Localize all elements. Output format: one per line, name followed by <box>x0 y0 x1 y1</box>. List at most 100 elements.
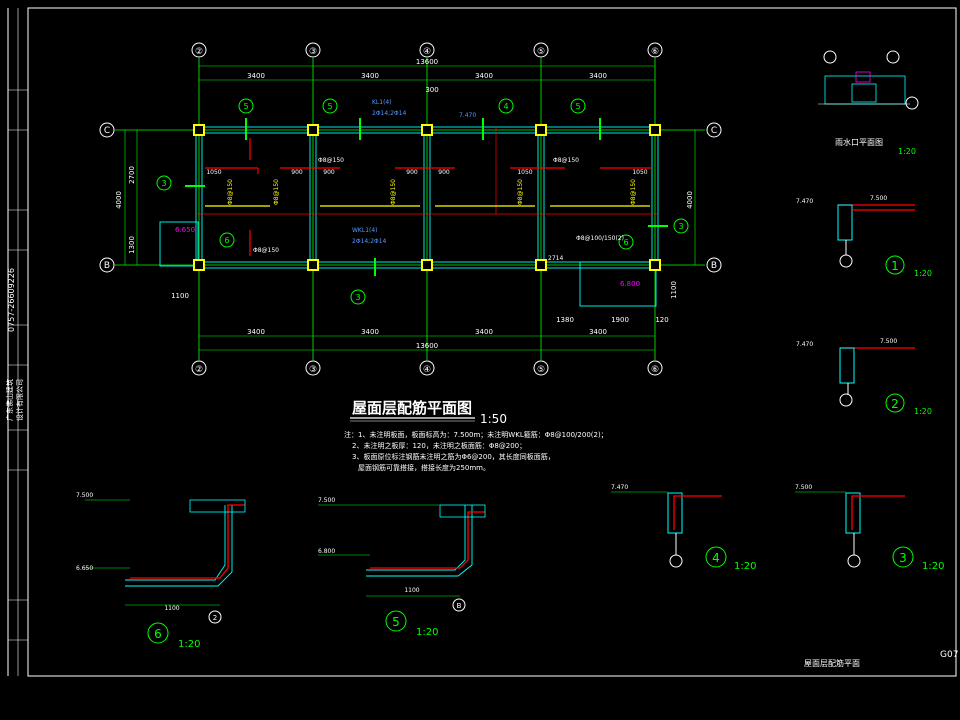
dim-span-4: 3400 <box>589 72 607 80</box>
detail-5-elev2: 6.800 <box>318 548 335 555</box>
detail-1-elev2: 7.500 <box>870 195 887 202</box>
rebar-note-1: Φ8@150 <box>318 157 344 164</box>
svg-text:3: 3 <box>161 179 166 188</box>
detail-1-number: 1 <box>891 259 899 273</box>
rebar-length-7: 1050 <box>632 169 647 176</box>
detail-4-scale: 1:20 <box>734 561 756 572</box>
company-name-line2: 设计有限公司 <box>15 379 24 421</box>
detail-1-scale: 1:20 <box>914 269 932 278</box>
detail-2-number: 2 <box>891 397 899 411</box>
dim-total-bottom: 13600 <box>416 342 438 350</box>
svg-text:Φ8@150: Φ8@150 <box>390 179 397 205</box>
beam-label-2: 2Φ14;2Φ14 <box>372 110 407 117</box>
drawing-number: G07 <box>940 650 958 660</box>
company-name-line1: 广东佛山建筑 <box>5 379 14 421</box>
detail-5-axis: B <box>457 602 462 610</box>
dim-span-1: 3400 <box>247 72 265 80</box>
svg-text:Φ8@150: Φ8@150 <box>630 179 637 205</box>
svg-text:Φ8@150: Φ8@150 <box>227 179 234 205</box>
detail-2-elev: 7.470 <box>796 341 813 348</box>
detail-gutter: 雨水口平面图 1:20 <box>818 50 919 156</box>
detail-6-elev2: 6.650 <box>76 565 93 572</box>
detail-3: 7.500 3 1:20 <box>795 484 944 572</box>
svg-text:5: 5 <box>575 102 580 111</box>
dim-span-b3: 3400 <box>475 328 493 336</box>
axis-right-b: B <box>711 261 717 271</box>
note-line-3: 3、板面原位标注钢筋未注明之筋为Φ6@200，其长度同板面筋， <box>352 452 555 461</box>
gutter-title: 雨水口平面图 <box>835 137 883 147</box>
note-line-4: 屋面钢筋可靠搭接，搭接长度为250mm。 <box>358 463 490 472</box>
dim-depth-upper: 2700 <box>128 166 136 184</box>
elev-left: 6.650 <box>175 226 195 234</box>
detail-5-elev: 7.500 <box>318 497 335 504</box>
dim-span-2: 3400 <box>361 72 379 80</box>
beam-label-4: 2Φ14;2Φ14 <box>352 238 387 245</box>
axis-bottom-5: ⑤ <box>537 365 545 375</box>
elev-right: 6.800 <box>620 280 640 288</box>
rebar-note-3: Φ8@100/150(2) <box>576 235 624 242</box>
detail-6-axis: 2 <box>213 614 217 622</box>
svg-text:3: 3 <box>678 222 683 231</box>
svg-text:6: 6 <box>623 238 628 247</box>
dim-span-3: 3400 <box>475 72 493 80</box>
dim-overhang: 300 <box>425 86 438 94</box>
dim-span-b4: 3400 <box>589 328 607 336</box>
gutter-scale: 1:20 <box>898 147 916 156</box>
detail-6-width: 1100 <box>164 605 179 612</box>
detail-6-scale: 1:20 <box>178 639 200 650</box>
beam-label-1: KL1(4) <box>372 99 392 106</box>
note-line-1: 注：1、未注明板面，板面标高为：7.500m；未注明WKL箍筋：Φ8@100/2… <box>344 430 608 439</box>
dim-right-depth: 1100 <box>670 281 678 299</box>
detail-6: 7.500 6.650 1100 2 6 1:20 <box>76 492 246 650</box>
plan-title-group: 屋面层配筋平面图 1:50 <box>350 399 507 426</box>
detail-4: 7.470 4 1:20 <box>611 484 756 572</box>
rebar-length-6: 1050 <box>517 169 532 176</box>
svg-text:5: 5 <box>327 102 332 111</box>
detail-6-elev: 7.500 <box>76 492 93 499</box>
drawing-frame <box>27 7 957 677</box>
rebar-length-1: 1050 <box>206 169 221 176</box>
axis-top-6: ⑥ <box>651 47 659 57</box>
detail-2: 7.470 7.500 2 1:20 <box>796 338 932 416</box>
rebar-note-2: Φ8@150 <box>553 157 579 164</box>
svg-text:6: 6 <box>224 236 229 245</box>
rebar-length-3: 900 <box>323 169 335 176</box>
sheet-label: 屋面层配筋平面 <box>804 658 860 668</box>
detail-5-width: 1100 <box>404 587 419 594</box>
svg-text:3: 3 <box>355 293 360 302</box>
detail-4-elev: 7.470 <box>611 484 628 491</box>
dim-right-1: 1380 <box>556 316 574 324</box>
axis-bottom-3: ③ <box>309 365 317 375</box>
svg-text:Φ8@150: Φ8@150 <box>273 179 280 205</box>
detail-6-number: 6 <box>154 627 162 641</box>
rebar-length-5: 900 <box>438 169 450 176</box>
detail-1-elev: 7.470 <box>796 198 813 205</box>
plan-title: 屋面层配筋平面图 <box>352 399 472 417</box>
detail-3-elev: 7.500 <box>795 484 812 491</box>
detail-1: 7.470 7.500 1 1:20 <box>796 195 932 278</box>
detail-5-scale: 1:20 <box>416 627 438 638</box>
rebar-note-4: 2714 <box>548 255 563 262</box>
dim-span-b1: 3400 <box>247 328 265 336</box>
general-notes: 注：1、未注明板面，板面标高为：7.500m；未注明WKL箍筋：Φ8@100/2… <box>344 430 608 472</box>
axis-top-5: ⑤ <box>537 47 545 57</box>
axis-bottom-6: ⑥ <box>651 365 659 375</box>
svg-text:Φ8@150: Φ8@150 <box>517 179 524 205</box>
note-line-2: 2、未注明之板厚：120，未注明之板面筋：Φ8@200； <box>352 441 526 450</box>
axis-left-c: C <box>104 126 110 136</box>
axis-bottom-4: ④ <box>423 365 431 375</box>
elev-top: 7.470 <box>459 112 476 119</box>
dim-right-3: 120 <box>655 316 668 324</box>
detail-3-scale: 1:20 <box>922 561 944 572</box>
axis-right-c: C <box>711 126 717 136</box>
axis-top-4: ④ <box>423 47 431 57</box>
axis-bottom-2: ② <box>195 365 203 375</box>
dim-right-2: 1900 <box>611 316 629 324</box>
detail-4-number: 4 <box>712 551 720 565</box>
detail-5-number: 5 <box>392 615 400 629</box>
rebar-length-2: 900 <box>291 169 303 176</box>
dim-span-b2: 3400 <box>361 328 379 336</box>
dim-total-top: 13600 <box>416 58 438 66</box>
svg-text:5: 5 <box>243 102 248 111</box>
